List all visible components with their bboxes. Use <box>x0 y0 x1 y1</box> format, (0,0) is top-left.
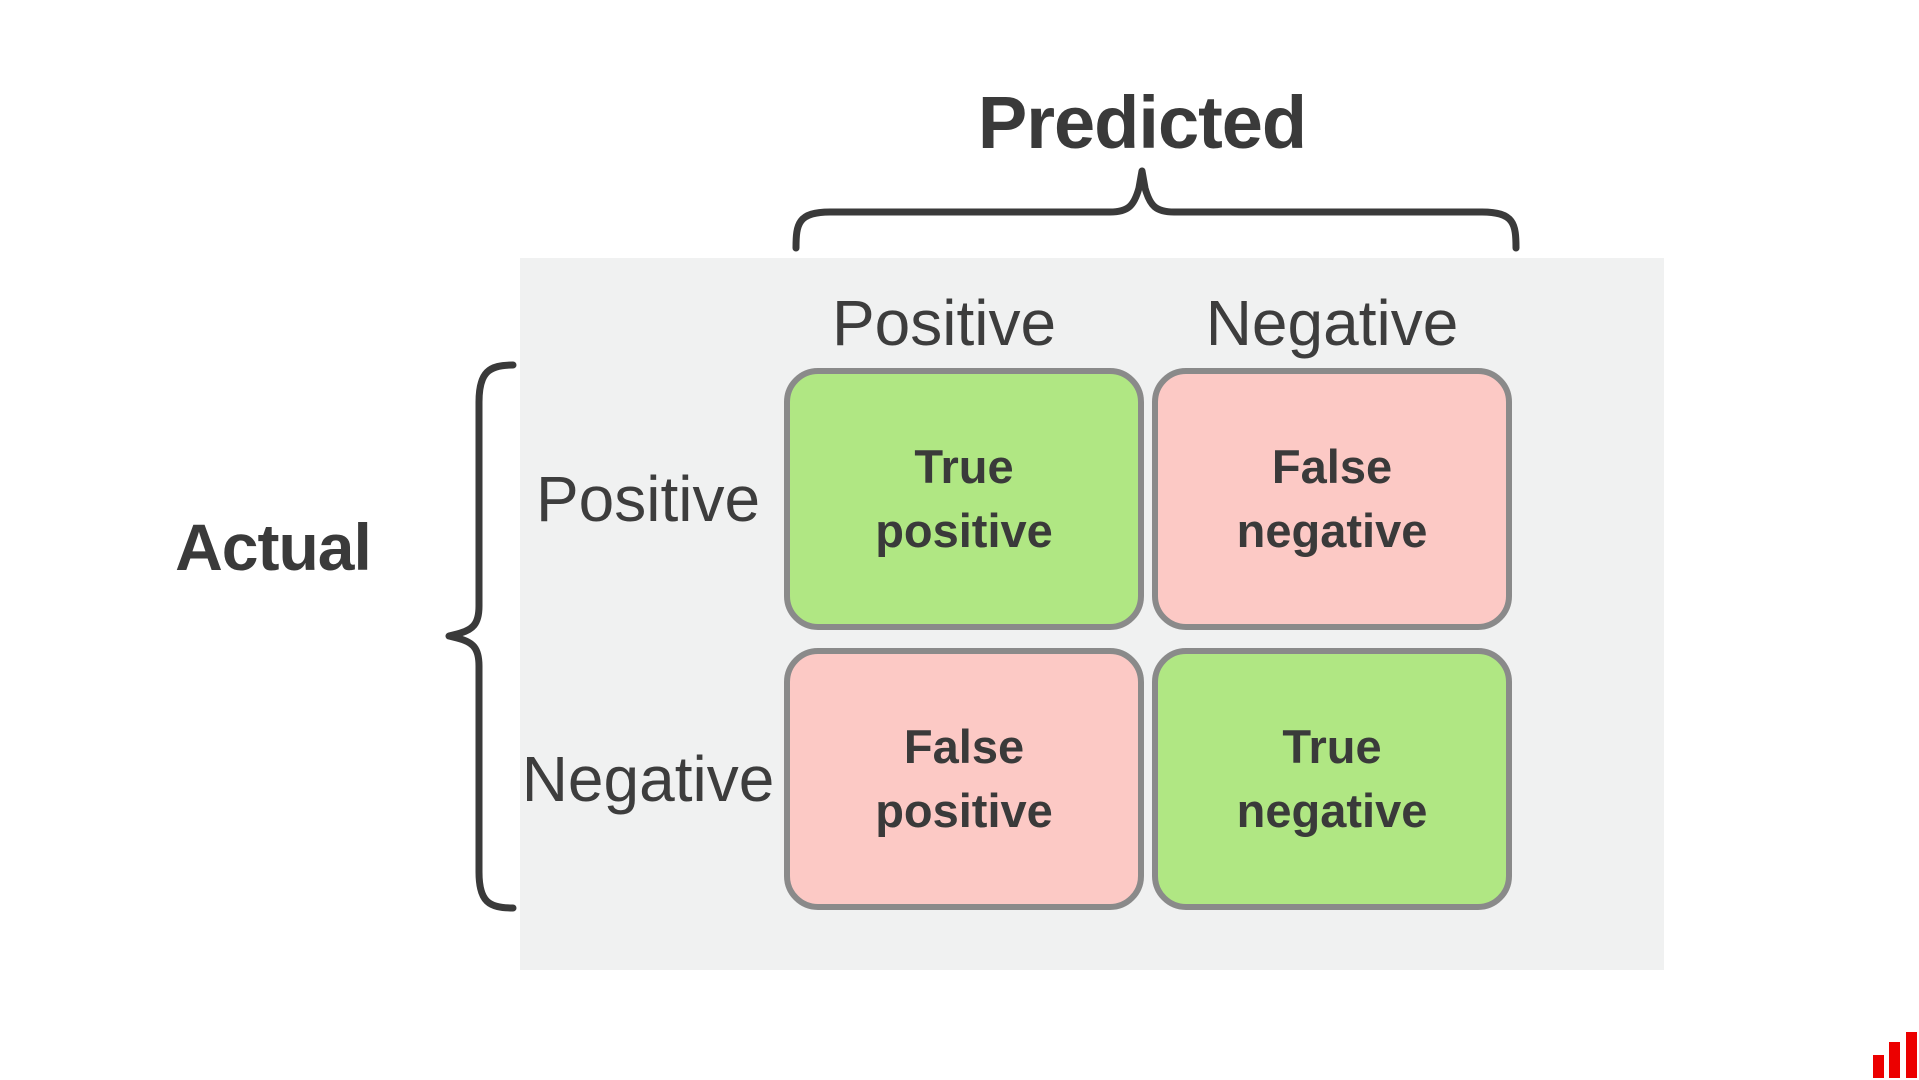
cell-label-line: True <box>1282 720 1382 773</box>
cell-true-positive: True positive <box>784 368 1144 630</box>
cell-label-line: negative <box>1236 504 1428 557</box>
column-header-negative: Negative <box>1205 287 1459 359</box>
cell-label-line: False <box>903 720 1025 773</box>
cell-label-line: True <box>914 440 1014 493</box>
logo-bar <box>1889 1042 1900 1078</box>
column-header-positive: Positive <box>831 287 1057 359</box>
logo-bar <box>1873 1055 1884 1078</box>
bar-chart-icon <box>1868 1032 1919 1078</box>
row-header-negative: Negative <box>521 743 775 815</box>
predicted-brace-icon <box>792 167 1520 252</box>
logo-bar <box>1906 1032 1917 1078</box>
cell-false-positive: False positive <box>784 648 1144 910</box>
cell-label-line: False <box>1271 440 1393 493</box>
cell-label-line: positive <box>875 784 1053 837</box>
row-header-positive: Positive <box>535 463 761 535</box>
cell-true-negative: True negative <box>1152 648 1512 910</box>
cell-false-negative: False negative <box>1152 368 1512 630</box>
actual-title: Actual <box>175 510 372 584</box>
cell-label-line: negative <box>1236 784 1428 837</box>
predicted-title: Predicted <box>977 81 1307 164</box>
cell-label-line: positive <box>875 504 1053 557</box>
actual-brace-icon <box>445 361 517 912</box>
